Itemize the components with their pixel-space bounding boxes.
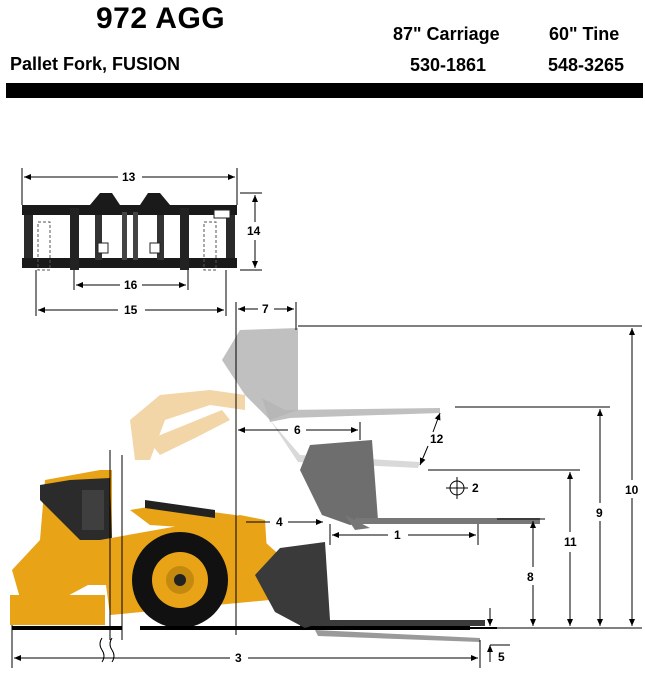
- dimension-lines: [11, 168, 642, 668]
- header-divider-bar: [6, 83, 643, 98]
- dim-14-label: 14: [247, 224, 261, 238]
- tine-part-number: 548-3265: [548, 55, 625, 75]
- dim-5-label: 5: [498, 650, 505, 664]
- dim-1-label: 1: [394, 528, 401, 542]
- model-title: 972 AGG: [96, 2, 226, 35]
- dim-2-label: 2: [472, 481, 479, 495]
- dim-3-label: 3: [235, 651, 242, 665]
- carriage-part-number: 530-1861: [410, 55, 487, 75]
- dim-12-label: 12: [430, 432, 444, 446]
- dim-11-label: 11: [564, 535, 577, 549]
- dim-6-label: 6: [294, 423, 301, 437]
- dim-15-label: 15: [124, 303, 138, 317]
- tine-heading: 60" Tine: [549, 24, 620, 44]
- dim-4-label: 4: [276, 515, 283, 529]
- carriage-heading: 87" Carriage: [393, 24, 500, 44]
- product-description: Pallet Fork, FUSION: [10, 54, 181, 74]
- carriage-front-view: [22, 193, 237, 271]
- dim-16-label: 16: [124, 278, 138, 292]
- load-center-mark: [446, 477, 468, 499]
- dim-8-label: 8: [527, 570, 534, 584]
- fork-mid-position: [300, 440, 540, 530]
- dim-7-label: 7: [262, 302, 269, 316]
- wheel-loader: [10, 390, 497, 630]
- dim-10-label: 10: [625, 483, 639, 497]
- dim-9-label: 9: [596, 506, 603, 520]
- fork-lowered-position: [255, 542, 485, 642]
- dim-13-label: 13: [122, 170, 136, 184]
